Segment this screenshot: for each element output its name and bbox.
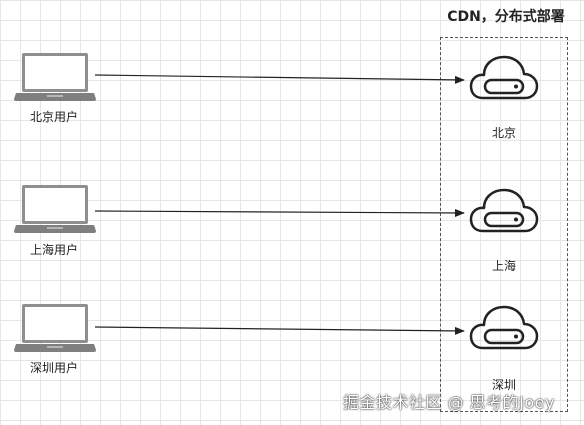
arrow-shanghai xyxy=(94,208,465,217)
laptop-icon xyxy=(14,52,96,102)
node-label-shenzhen: 深圳 xyxy=(491,378,516,392)
cdn-title: CDN，分布式部署 xyxy=(447,9,565,25)
user-label-shenzhen: 深圳用户 xyxy=(29,361,78,375)
cloud-server-icon xyxy=(469,185,539,239)
node-label-shanghai: 上海 xyxy=(491,259,516,273)
arrow-beijing xyxy=(94,74,465,84)
node-label-beijing: 北京 xyxy=(491,126,516,140)
user-label-beijing: 北京用户 xyxy=(29,110,78,124)
laptop-icon xyxy=(14,303,96,353)
watermark: 掘金技术社区 @ 思考的Joey xyxy=(343,393,555,412)
cloud-server-icon xyxy=(469,52,539,106)
laptop-icon xyxy=(14,184,96,234)
cdn-region-box xyxy=(440,37,568,412)
arrow-shenzhen xyxy=(94,326,465,335)
user-label-shanghai: 上海用户 xyxy=(29,243,78,257)
cloud-server-icon xyxy=(469,302,539,356)
